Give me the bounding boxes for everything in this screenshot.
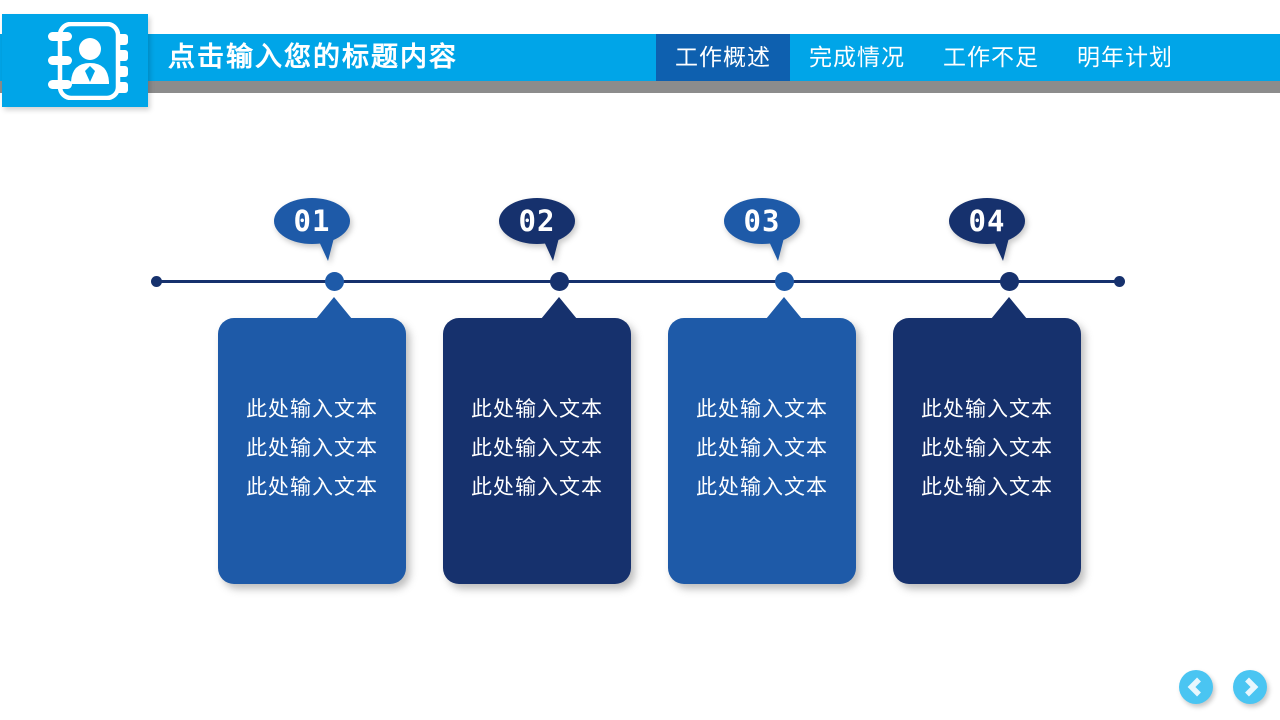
prev-slide-button[interactable] [1179,670,1213,704]
header-bar [0,34,1280,81]
card-pointer [991,297,1027,319]
step-number: 03 [743,204,781,238]
step-number: 04 [968,204,1006,238]
content-card-02: 此处输入文本 此处输入文本 此处输入文本 [443,297,631,584]
card-pointer [766,297,802,319]
text-placeholder[interactable]: 此处输入文本 [696,475,828,499]
text-placeholder[interactable]: 此处输入文本 [921,475,1053,499]
card-pointer [541,297,577,319]
text-placeholder[interactable]: 此处输入文本 [921,436,1053,460]
next-slide-button[interactable] [1233,670,1267,704]
step-bubble-02: 02 [498,197,576,263]
text-placeholder[interactable]: 此处输入文本 [696,397,828,421]
text-placeholder[interactable]: 此处输入文本 [471,397,603,421]
text-placeholder[interactable]: 此处输入文本 [246,436,378,460]
content-card-01: 此处输入文本 此处输入文本 此处输入文本 [218,297,406,584]
timeline-end-dot [1114,276,1125,287]
header-tab-bar: 工作概述 完成情况 工作不足 明年计划 [656,34,1192,81]
chevron-right-icon [1245,677,1259,697]
timeline-node-dot-02 [550,272,569,291]
tab-completion-status[interactable]: 完成情况 [809,44,905,70]
timeline-node-dot-04 [1000,272,1019,291]
step-bubble-03: 03 [723,197,801,263]
content-card-03: 此处输入文本 此处输入文本 此处输入文本 [668,297,856,584]
chevron-left-icon [1187,677,1201,697]
step-number: 01 [293,204,331,238]
text-placeholder[interactable]: 此处输入文本 [921,397,1053,421]
tab-work-overview[interactable]: 工作概述 [656,34,790,81]
tab-next-year-plan[interactable]: 明年计划 [1077,44,1173,70]
step-number: 02 [518,204,556,238]
timeline-axis [155,280,1120,283]
slide-title-placeholder[interactable]: 点击输入您的标题内容 [168,42,458,72]
step-bubble-04: 04 [948,197,1026,263]
header-underline [0,81,1280,93]
timeline-node-dot-03 [775,272,794,291]
text-placeholder[interactable]: 此处输入文本 [246,397,378,421]
timeline-start-dot [151,276,162,287]
notebook-contact-icon [48,22,128,100]
card-pointer [316,297,352,319]
text-placeholder[interactable]: 此处输入文本 [471,436,603,460]
tab-work-shortcomings[interactable]: 工作不足 [943,44,1039,70]
logo-box [2,14,148,107]
text-placeholder[interactable]: 此处输入文本 [696,436,828,460]
text-placeholder[interactable]: 此处输入文本 [246,475,378,499]
step-bubble-01: 01 [273,197,351,263]
content-card-04: 此处输入文本 此处输入文本 此处输入文本 [893,297,1081,584]
timeline-node-dot-01 [325,272,344,291]
text-placeholder[interactable]: 此处输入文本 [471,475,603,499]
